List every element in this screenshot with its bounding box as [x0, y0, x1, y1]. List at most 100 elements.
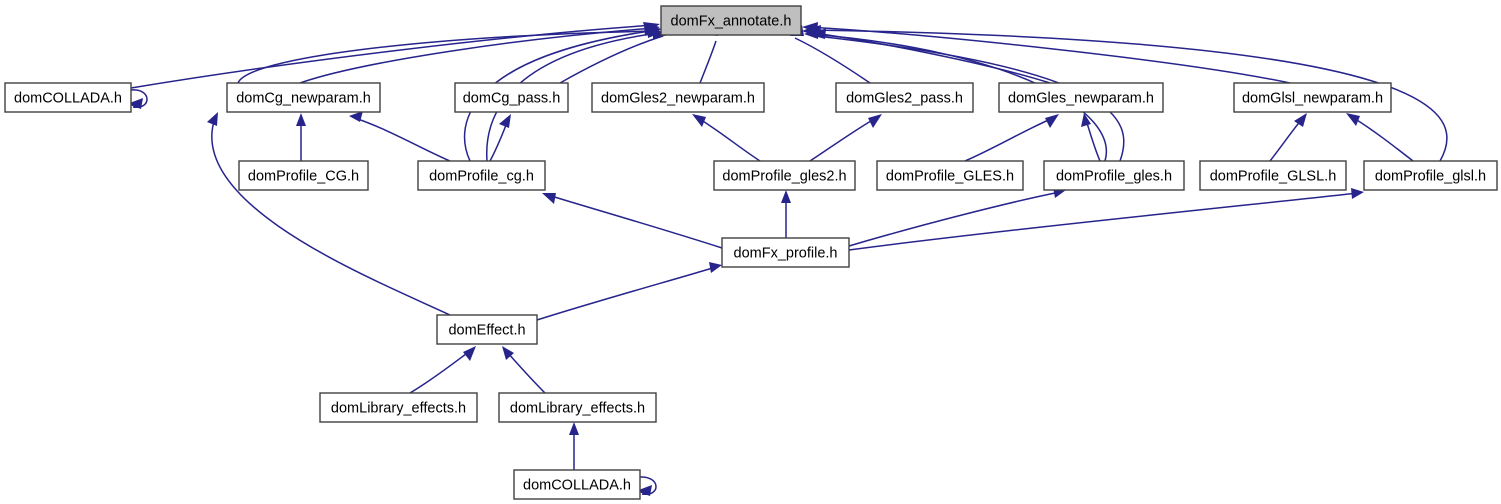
edge-collada_top-to-fx_annotate-line — [130, 24, 656, 89]
self-loop-collada_top-arrowhead-icon — [127, 98, 143, 109]
node-profile_gles[interactable]: domProfile_gles.h — [1043, 160, 1185, 191]
node-profile_GLES[interactable]: domProfile_GLES.h — [876, 160, 1024, 191]
node-gles2_pass[interactable]: domGles2_pass.h — [835, 82, 974, 113]
edge-profile_gles2-to-gles2_pass-arrowhead-icon — [868, 114, 882, 128]
edge-gles2_pass-to-fx_annotate — [790, 25, 871, 84]
edge-fx_profile-to-profile_cg-arrowhead-icon — [542, 193, 556, 204]
node-library_effects_a[interactable]: domLibrary_effects.h — [319, 392, 478, 423]
node-box-profile_GLSL[interactable] — [1199, 160, 1347, 191]
node-collada_top[interactable]: domCOLLADA.h — [4, 82, 132, 113]
node-profile_GLSL[interactable]: domProfile_GLSL.h — [1199, 160, 1347, 191]
edge-profile_glsl-to-glsl_newparam-line — [1351, 116, 1414, 162]
node-profile_CG[interactable]: domProfile_CG.h — [238, 160, 369, 191]
nodes-layer: domFx_annotate.h domCOLLADA.h domCg_newpar… — [4, 5, 1498, 500]
edge-fx_profile-to-profile_cg-line — [547, 194, 723, 249]
edge-profile_gles-to-gles_newparam-line — [1085, 119, 1101, 162]
node-box-profile_cg[interactable] — [417, 160, 546, 191]
node-label-effect: domEffect.h — [448, 322, 525, 338]
edge-profile_cg-to-cg_pass-arrowhead-icon — [499, 114, 511, 128]
edge-collada_top-to-fx_annotate — [130, 22, 660, 89]
node-box-fx_profile[interactable] — [721, 237, 850, 268]
edge-profile_gles2-to-gles2_newparam-line — [697, 117, 761, 162]
node-label-library_effects_b: domLibrary_effects.h — [510, 400, 645, 416]
edge-profile_glsl-to-glsl_newparam — [1346, 113, 1414, 162]
node-effect[interactable]: domEffect.h — [436, 314, 538, 345]
edge-profile_cg-to-cg_pass — [489, 114, 511, 162]
edge-library_effects_a-to-effect-line — [409, 350, 471, 394]
edge-fx_profile-to-profile_glsl-line — [848, 192, 1359, 251]
edge-collada_bottom-to-library_effects_b-arrowhead-icon — [569, 422, 579, 435]
edge-profile_CG-to-cg_newparam-arrowhead-icon — [296, 113, 306, 126]
self-loop-collada_bottom — [636, 476, 657, 496]
node-collada_bottom[interactable]: domCOLLADA.h — [513, 469, 641, 500]
node-label-profile_gles2: domProfile_gles2.h — [722, 168, 846, 184]
node-label-cg_newparam: domCg_newparam.h — [236, 90, 371, 106]
node-box-collada_bottom[interactable] — [513, 469, 641, 500]
node-label-gles2_pass: domGles2_pass.h — [846, 90, 963, 106]
edge-profile_GLSL-to-glsl_newparam-arrowhead-icon — [1294, 113, 1307, 127]
node-library_effects_b[interactable]: domLibrary_effects.h — [498, 392, 657, 423]
edge-effect-to-cg_newparam — [207, 112, 451, 316]
edge-effect-to-fx_profile-arrowhead-icon — [709, 262, 722, 273]
node-box-profile_GLES[interactable] — [876, 160, 1024, 191]
edge-profile_gles-to-gles_newparam — [1081, 113, 1101, 162]
node-box-library_effects_b[interactable] — [498, 392, 657, 423]
edge-fx_profile-to-profile_cg — [542, 193, 723, 249]
edge-profile_cg-to-cg_newparam-arrowhead-icon — [349, 111, 363, 122]
node-box-library_effects_a[interactable] — [319, 392, 478, 423]
edge-library_effects_a-to-effect-arrowhead-icon — [463, 346, 476, 361]
edge-profile_GLSL-to-glsl_newparam — [1269, 113, 1307, 162]
node-box-gles2_pass[interactable] — [835, 82, 974, 113]
node-gles_newparam[interactable]: domGles_newparam.h — [998, 82, 1164, 113]
node-box-cg_pass[interactable] — [454, 82, 569, 113]
node-label-profile_GLES: domProfile_GLES.h — [886, 168, 1014, 184]
node-fx_profile[interactable]: domFx_profile.h — [721, 237, 850, 268]
node-fx_annotate[interactable]: domFx_annotate.h — [660, 5, 802, 36]
node-label-profile_CG: domProfile_CG.h — [248, 168, 359, 184]
edge-profile_GLSL-to-glsl_newparam-line — [1269, 118, 1303, 162]
node-cg_newparam[interactable]: domCg_newparam.h — [226, 82, 381, 113]
node-box-profile_CG[interactable] — [238, 160, 369, 191]
edge-effect-to-fx_profile — [536, 262, 722, 321]
edge-fx_profile-to-profile_gles-line — [848, 191, 1061, 247]
node-label-fx_profile: domFx_profile.h — [734, 245, 838, 261]
node-box-cg_newparam[interactable] — [226, 82, 381, 113]
edge-fx_profile-to-profile_gles2-arrowhead-icon — [781, 190, 791, 203]
node-profile_glsl[interactable]: domProfile_glsl.h — [1363, 160, 1498, 191]
node-label-gles2_newparam: domGles2_newparam.h — [601, 90, 755, 106]
node-box-collada_top[interactable] — [4, 82, 132, 113]
node-gles2_newparam[interactable]: domGles2_newparam.h — [591, 82, 765, 113]
node-label-library_effects_a: domLibrary_effects.h — [331, 400, 466, 416]
node-box-effect[interactable] — [436, 314, 538, 345]
edge-effect-to-cg_newparam-line — [211, 117, 451, 316]
edge-profile_gles-to-gles_newparam-arrowhead-icon — [1081, 113, 1091, 127]
edge-fx_profile-to-profile_glsl — [848, 188, 1364, 251]
node-box-profile_gles[interactable] — [1043, 160, 1185, 191]
edge-glsl_newparam-to-fx_annotate-line — [806, 26, 1291, 84]
node-profile_gles2[interactable]: domProfile_gles2.h — [713, 160, 856, 191]
edge-profile_gles2-to-gles2_pass — [809, 114, 882, 162]
node-box-profile_glsl[interactable] — [1363, 160, 1498, 191]
edge-collada_bottom-to-library_effects_b — [569, 422, 579, 470]
node-box-glsl_newparam[interactable] — [1233, 82, 1392, 113]
node-box-fx_annotate[interactable] — [660, 5, 802, 36]
node-profile_cg[interactable]: domProfile_cg.h — [417, 160, 546, 191]
node-box-profile_gles2[interactable] — [713, 160, 856, 191]
edge-cg_newparam-to-fx_annotate-line — [237, 30, 656, 84]
node-label-profile_cg: domProfile_cg.h — [429, 168, 534, 184]
node-box-gles2_newparam[interactable] — [591, 82, 765, 113]
node-label-fx_annotate: domFx_annotate.h — [671, 13, 792, 29]
edge-profile_CG-to-cg_newparam — [296, 113, 306, 161]
node-label-profile_glsl: domProfile_glsl.h — [1375, 168, 1486, 184]
node-cg_pass[interactable]: domCg_pass.h — [454, 82, 569, 113]
edge-library_effects_a-to-effect — [409, 346, 476, 394]
node-glsl_newparam[interactable]: domGlsl_newparam.h — [1233, 82, 1392, 113]
node-label-profile_GLSL: domProfile_GLSL.h — [1210, 168, 1337, 184]
edge-profile_cg-to-fx_annotate-arrowhead-icon — [647, 27, 663, 38]
edge-profile_GLES-to-gles_newparam — [964, 114, 1059, 162]
node-label-collada_bottom: domCOLLADA.h — [523, 477, 631, 493]
edge-profile_cg-to-cg_newparam-line — [354, 117, 451, 162]
node-box-gles_newparam[interactable] — [998, 82, 1164, 113]
edge-profile_glsl-to-glsl_newparam-arrowhead-icon — [1346, 113, 1360, 126]
